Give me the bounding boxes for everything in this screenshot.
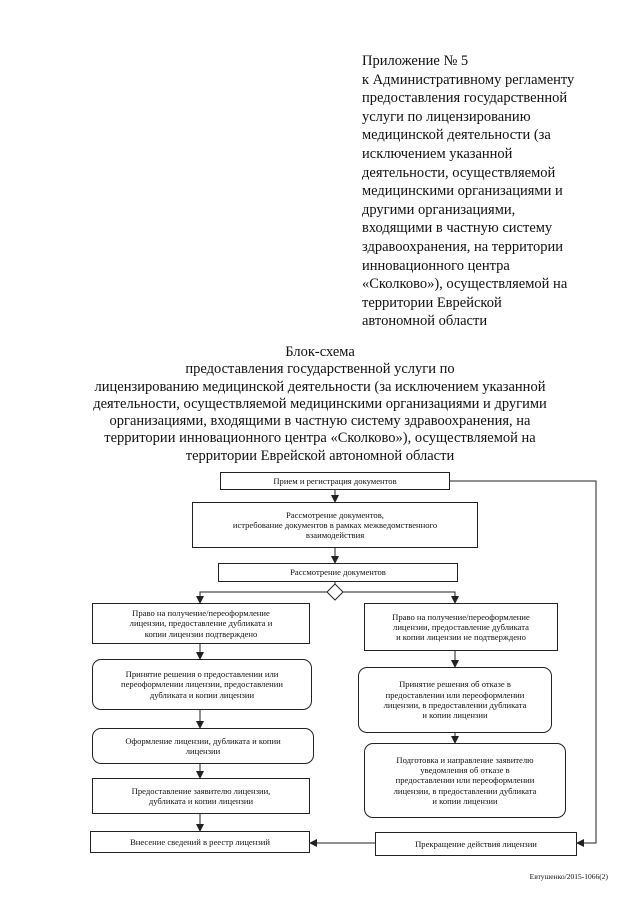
box-text-line: Рассмотрение документов	[290, 567, 386, 578]
box-review: Рассмотрение документов	[218, 563, 458, 582]
annex-line: услуги по лицензированию	[362, 108, 531, 125]
box-text-line: дубликата и копии лицензии	[148, 796, 254, 806]
box-receipt: Прием и регистрация документов	[220, 472, 450, 490]
title-line: деятельности, осуществляемой медицинским…	[93, 395, 547, 412]
box-text-line: Прием и регистрация документов	[273, 475, 397, 486]
box-text-line: лицензии, предоставление дубликата и	[129, 618, 273, 629]
box-text-line: лицензии, предоставление дубликата	[393, 621, 529, 632]
box-text-line: предоставлении или переоформлении	[385, 689, 525, 700]
annex-line: автономной области	[362, 313, 488, 330]
box-text-line: дубликата и копии лицензии	[149, 689, 255, 700]
box-registry: Внесение сведений в реестр лицензий	[90, 831, 310, 853]
annex-line: медицинской деятельности (за	[362, 127, 551, 144]
annex-line: входящими в частную систему	[362, 220, 553, 237]
box-text-line: Рассмотрение документов,	[286, 509, 384, 520]
box-text-line: и копии лицензии	[432, 795, 498, 806]
box-text-line: и копии лицензии	[422, 710, 488, 721]
annex-line: деятельности, осуществляемой	[362, 164, 556, 181]
annex-line: инновационного центра	[362, 257, 510, 274]
box-text-line: копии лицензии подтверждено	[144, 628, 258, 639]
box-text-line: Право на получение/переоформление	[392, 611, 530, 622]
box-text-line: Принятие решения об отказе в	[399, 679, 511, 690]
annex-line: исключением указанной	[362, 145, 513, 162]
box-text-line: лицензии, в предоставлении дубликата	[383, 700, 527, 710]
annex-line: территории Еврейской	[362, 294, 502, 311]
title-line: Блок-схема	[285, 344, 355, 360]
box-text-line: лицензии	[185, 746, 221, 756]
box-text-line: истребование документов в рамках межведо…	[232, 519, 438, 530]
annex-line: предоставления государственной	[362, 90, 568, 107]
annex-line: Приложение № 5	[362, 53, 469, 69]
annex-line: здравоохранения, на территории	[362, 238, 564, 255]
annex-line: «Сколково»), осуществляемой на	[362, 276, 568, 293]
title-line: предоставления государственной услуги по	[185, 361, 455, 378]
annex-line: к Административному регламенту	[362, 71, 575, 88]
box-text-line: лицензии, в предоставлении дубликата	[393, 785, 537, 796]
box-provide: Предоставление заявителю лицензии,дублик…	[92, 778, 310, 814]
box-text-line: переоформлении лицензии, предоставлении	[121, 679, 283, 690]
box-text-line: Внесение сведений в реестр лицензий	[130, 836, 270, 847]
box-text-line: уведомления об отказе в	[420, 765, 510, 776]
box-review-request: Рассмотрение документов,истребование док…	[192, 502, 478, 548]
title-line: лицензированию медицинской деятельности …	[94, 378, 546, 395]
box-text-line: и копии лицензии не подтверждено	[396, 632, 526, 643]
title-line: организациями, входящими в частную систе…	[109, 413, 531, 430]
box-terminate: Прекращение действия лицензии	[375, 832, 577, 856]
box-text-line: Принятие решения о предоставлении или	[125, 669, 279, 680]
document-footer-code: Евтушенко/2015-1066(2)	[529, 872, 608, 881]
decision-diamond	[326, 583, 344, 601]
box-text-line: Прекращение действия лицензии	[415, 838, 537, 849]
annex-line: другими организациями,	[362, 201, 516, 218]
annex-heading: Приложение № 5 к Административному реглам…	[362, 52, 624, 331]
box-text-line: Предоставление заявителю лицензии,	[131, 785, 271, 796]
box-text-line: предоставлении или переоформлении	[395, 775, 535, 786]
annex-line: медицинскими организациями и	[362, 183, 563, 200]
box-text-line: Подготовка и направление заявителю	[396, 754, 534, 765]
box-text-line: Право на получение/переоформление	[132, 608, 270, 619]
box-text-line: взаимодействия	[305, 530, 365, 541]
box-text-line: Оформление лицензии, дубликата и копии	[125, 735, 281, 746]
title-line: территории инновационного центра «Сколко…	[104, 430, 536, 447]
title-line: территории Еврейской автономной области	[185, 447, 455, 464]
